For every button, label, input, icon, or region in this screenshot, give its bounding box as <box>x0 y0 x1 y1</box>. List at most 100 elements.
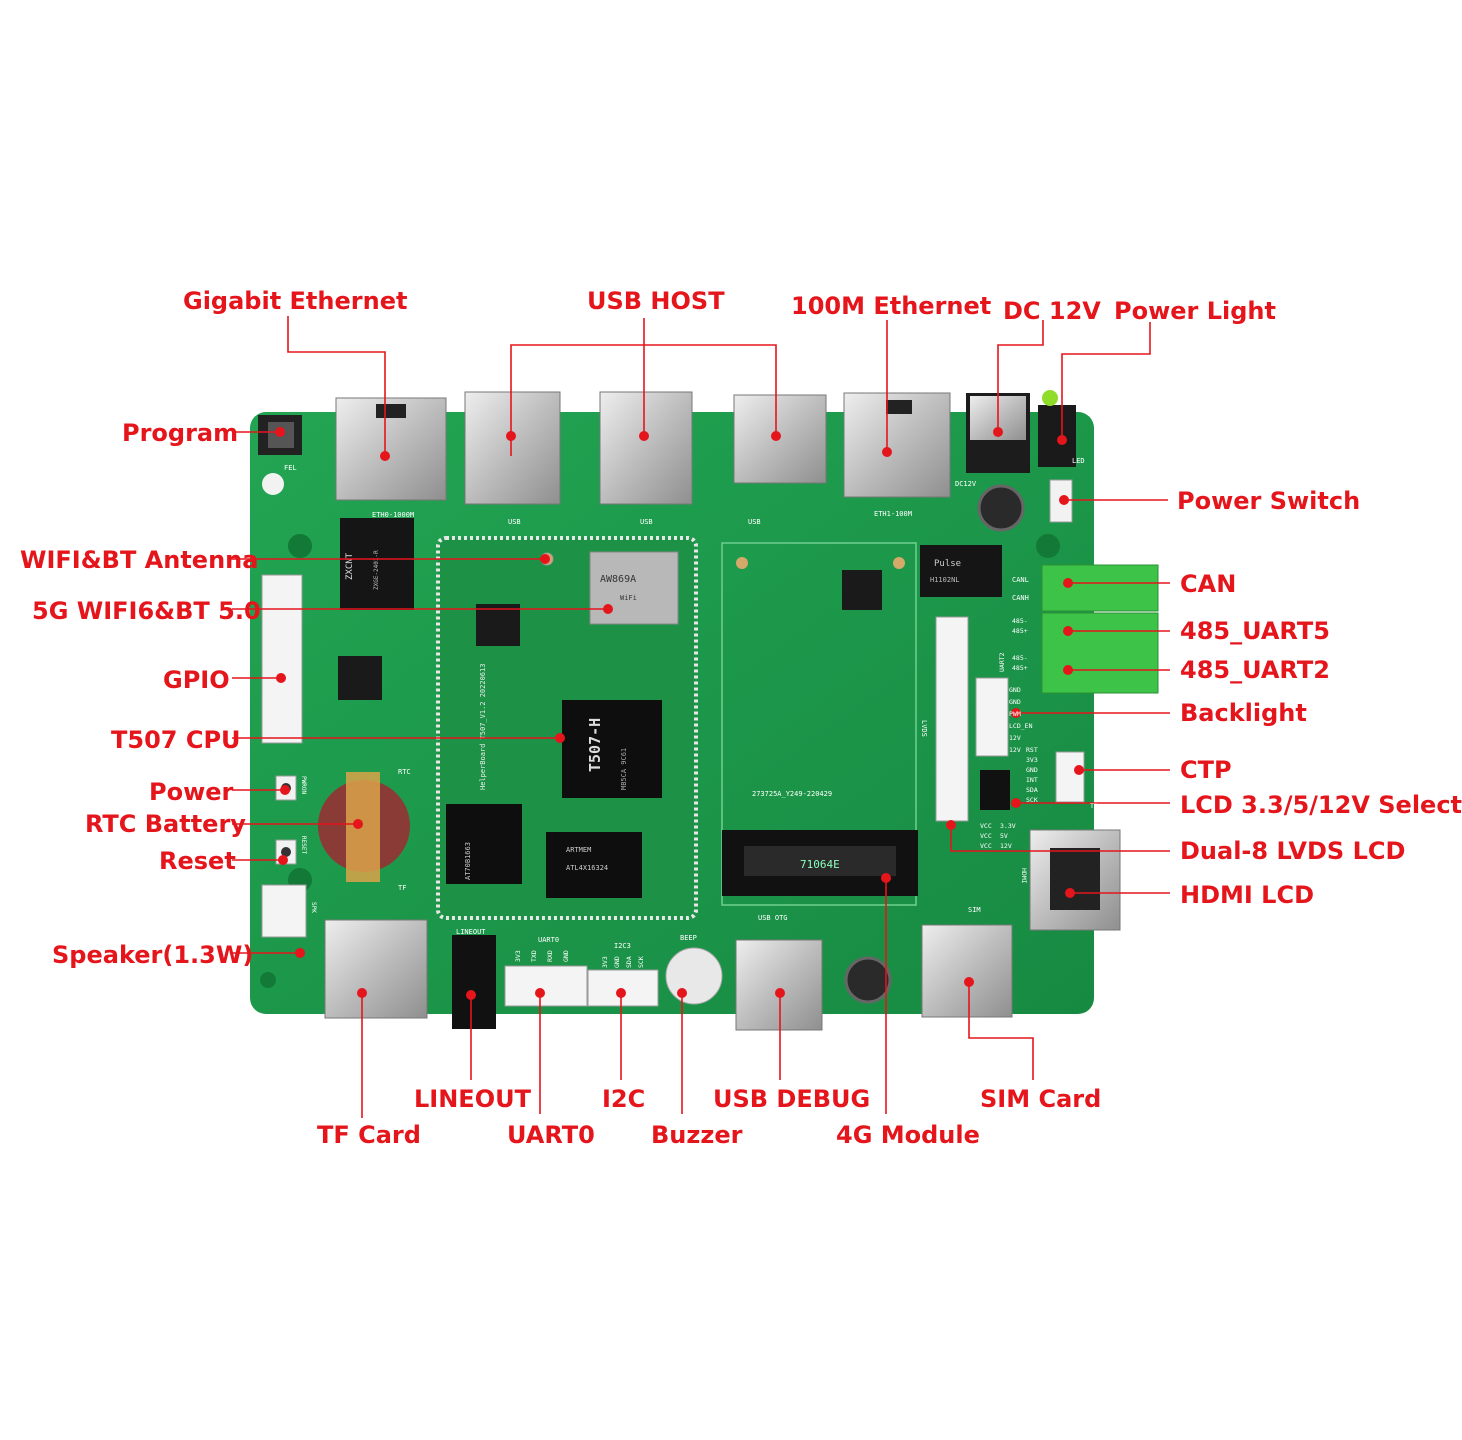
svg-text:USB: USB <box>640 518 653 526</box>
pad <box>893 557 905 569</box>
label-speaker: Speaker(1.3W) <box>52 941 254 969</box>
label-power: Power <box>149 778 234 806</box>
uart5-pin-label: 485- <box>1012 617 1028 625</box>
ic-chip <box>476 604 520 646</box>
rs485-terminal <box>1041 612 1159 694</box>
svg-text:WiFi: WiFi <box>620 594 637 602</box>
i2c3-pin-label: GND <box>613 956 621 968</box>
label-reset: Reset <box>159 847 236 875</box>
label-485-uart5: 485_UART5 <box>1180 617 1330 645</box>
label-t507-cpu: T507 CPU <box>111 726 241 754</box>
ram-chip-1 <box>446 804 522 884</box>
label-power-light: Power Light <box>1114 297 1276 325</box>
uart5-pin-label: 485+ <box>1012 627 1028 635</box>
label-sim-card: SIM Card <box>980 1085 1102 1113</box>
svg-text:ZXGE-2401-R: ZXGE-2401-R <box>373 550 380 590</box>
label-usb-host: USB HOST <box>587 287 725 315</box>
label-gigabit-ethernet: Gigabit Ethernet <box>183 287 408 315</box>
label-ctp: CTP <box>1180 756 1232 784</box>
svg-text:DC12V: DC12V <box>955 480 977 488</box>
svg-text:CANH: CANH <box>1012 594 1029 602</box>
svg-text:ETH1-100M: ETH1-100M <box>874 510 912 518</box>
buzzer-part <box>665 947 723 1005</box>
voltage-pin-label: 3.3V <box>1000 822 1016 830</box>
mount-hole <box>262 473 284 495</box>
label-dc-12v: DC 12V <box>1003 297 1101 325</box>
vcc-pin-label: VCC <box>980 842 992 850</box>
label-lineout: LINEOUT <box>414 1085 531 1113</box>
usb-otg-port <box>735 939 823 1031</box>
label-wifi-bt-antenna: WIFI&BT Antenna <box>20 546 259 574</box>
vcc-pin-label: VCC <box>980 822 992 830</box>
backlight-pin-label: PWM <box>1009 710 1021 718</box>
svg-text:273725A_Y249-220429: 273725A_Y249-220429 <box>752 790 832 798</box>
backlight-connector <box>975 677 1009 757</box>
pulse-transformer <box>920 545 1002 597</box>
svg-text:BEEP: BEEP <box>680 934 697 942</box>
usb-host-port-2 <box>599 391 693 505</box>
svg-text:LVDS: LVDS <box>920 720 928 737</box>
svg-text:AW869A: AW869A <box>600 574 636 585</box>
backlight-pin-label: LCD_EN <box>1009 722 1033 730</box>
uart2-pin-label: 485- <box>1012 654 1028 662</box>
voltage-pin-label: 12V <box>1000 842 1012 850</box>
i2c3-connector <box>587 969 659 1007</box>
backlight-pin-label: GND <box>1009 698 1021 706</box>
uart2-pin-label: 485+ <box>1012 664 1028 672</box>
backlight-pin-label: GND <box>1009 686 1021 694</box>
gpio-header <box>261 574 303 744</box>
svg-text:USB OTG: USB OTG <box>758 914 788 922</box>
power-led <box>1038 405 1076 467</box>
svg-text:LINEOUT: LINEOUT <box>456 928 486 936</box>
svg-text:MB5CA 9C61: MB5CA 9C61 <box>620 748 628 790</box>
uart0-connector <box>504 965 588 1007</box>
uart0-pin-label: GND <box>562 950 570 962</box>
svg-text:TF: TF <box>398 884 406 892</box>
label-wifi6-bt: 5G WIFI6&BT 5.0 <box>32 597 261 625</box>
svg-text:ZXCNT: ZXCNT <box>345 552 355 580</box>
uart0-pin-label: 3V3 <box>514 950 522 962</box>
usb-host-port-1 <box>464 391 561 505</box>
label-buzzer: Buzzer <box>651 1121 743 1149</box>
svg-text:USB: USB <box>508 518 521 526</box>
svg-text:T507-H: T507-H <box>586 718 604 772</box>
capacitor <box>844 956 892 1004</box>
svg-text:RTC: RTC <box>398 768 411 776</box>
tf-card-slot <box>324 919 428 1019</box>
backlight-pin-label: 12V <box>1009 734 1021 742</box>
lineout-jack <box>452 935 496 1029</box>
ctp-pin-label: SCK <box>1026 796 1038 804</box>
mount-hole <box>260 972 276 988</box>
i2c3-pin-label: SCK <box>637 956 645 968</box>
ic-chip <box>842 570 882 610</box>
ram-chip-2 <box>546 832 642 898</box>
i2c3-pin-label: 3V3 <box>601 956 609 968</box>
pad <box>736 557 748 569</box>
label-4g-module: 4G Module <box>836 1121 980 1149</box>
can-terminal <box>1041 564 1159 612</box>
ctp-connector <box>1055 751 1085 803</box>
svg-text:AT70B1663: AT70B1663 <box>464 842 472 880</box>
svg-text:ATL4X16324: ATL4X16324 <box>566 864 608 872</box>
ctp-pin-label: 3V3 <box>1026 756 1038 764</box>
module-4g-area <box>721 542 917 906</box>
cpu-chip <box>562 700 662 798</box>
svg-text:SPK: SPK <box>310 902 317 913</box>
label-uart0: UART0 <box>507 1121 595 1149</box>
svg-text:Pulse: Pulse <box>934 559 961 569</box>
label-backlight: Backlight <box>1180 699 1307 727</box>
hdmi-silk-label: HDMI <box>1020 868 1028 884</box>
svg-text:CANL: CANL <box>1012 576 1029 584</box>
ctp-pin-label: GND <box>1026 766 1038 774</box>
label-gpio: GPIO <box>163 666 230 694</box>
uart2-silk-label: UART2 <box>998 652 1006 672</box>
speaker-connector <box>261 884 307 938</box>
svg-text:PWRON: PWRON <box>300 776 307 794</box>
backlight-pin-label: 12V <box>1009 746 1021 754</box>
uart0-pin-label: TXD <box>530 950 538 962</box>
svg-text:ETH0-1000M: ETH0-1000M <box>372 511 414 519</box>
label-lvds-lcd: Dual-8 LVDS LCD <box>1180 837 1406 865</box>
uart0-pin-label: RXD <box>546 950 554 962</box>
